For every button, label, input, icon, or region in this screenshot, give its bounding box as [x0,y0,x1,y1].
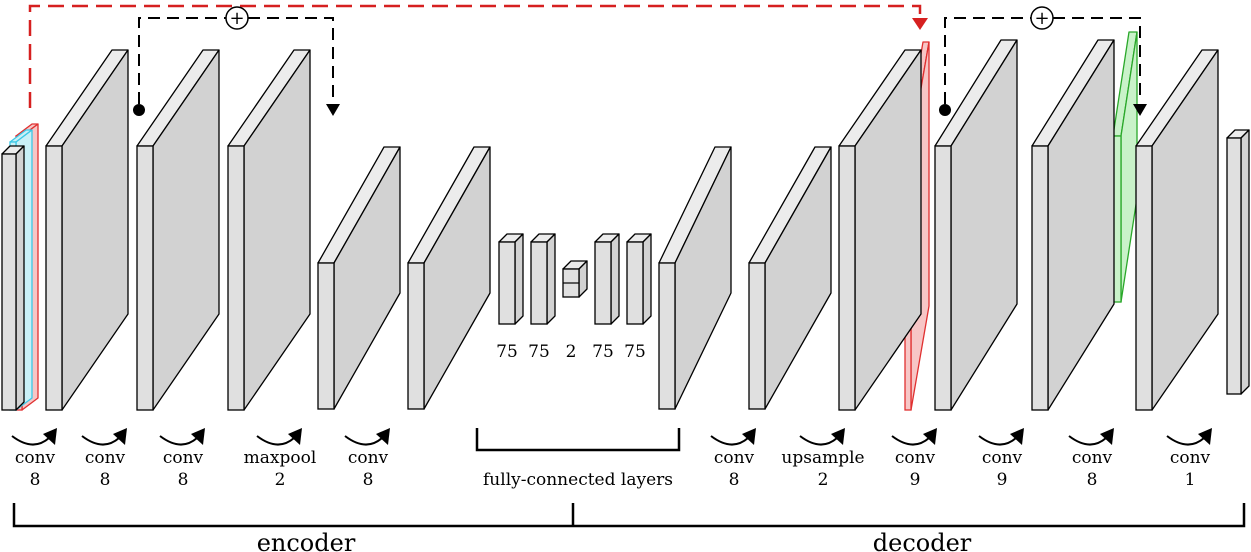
fc-layer-75-a [498,233,524,325]
op-name: maxpool [244,448,317,468]
skip-left-plus-circle [225,6,249,30]
op-value: 8 [363,470,374,490]
op-name: conv [163,448,204,468]
fc-layer-75-d [626,233,652,325]
decoder-label: decoder [873,529,972,552]
fc-bracket: fully-connected layers [475,428,681,490]
curved-arrow-icon [710,428,756,446]
fc-bracket-label: fully-connected layers [483,470,673,490]
fc-layer-75-b [530,233,556,325]
skip-left-arrowhead [326,104,340,116]
skip-right-start-dot [939,104,951,116]
curved-arrow-icon [81,428,127,446]
curved-arrow-icon [159,428,205,446]
op-value: 2 [818,470,829,490]
input-layer [1,145,25,411]
curved-arrow-icon [891,428,937,446]
encoder-pool-layer [317,146,401,410]
fc-size-label: 2 [566,342,577,362]
skip-left-start-dot [133,104,145,116]
decoder-green-channel [1112,31,1138,303]
operation-labels: conv8conv8conv8maxpool2conv8conv8upsampl… [11,428,1212,490]
decoder-conv-layer-4 [1031,39,1115,411]
op-name: conv [348,448,389,468]
op-name: conv [982,448,1023,468]
encoder-conv-layer-3 [227,49,311,411]
fc-layer-75-c [594,233,620,325]
op-name: conv [1170,448,1211,468]
curved-arrow-icon [978,428,1024,446]
curved-arrow-icon [344,428,390,446]
red-skip-arrowhead [912,18,928,30]
encoder-conv-layer-1 [45,49,129,411]
decoder-conv-layer-1 [658,146,732,410]
decoder-conv-layer-5 [1135,49,1219,411]
curved-arrow-icon [256,428,302,446]
op-name: conv [714,448,755,468]
curved-arrow-icon [799,428,845,446]
skip-right-arrowhead [1133,104,1147,116]
skip-right-plus-sign: + [1034,8,1049,29]
op-value: 1 [1185,470,1196,490]
op-value: 8 [1087,470,1098,490]
fc-size-labels: 75 75 2 75 75 [496,342,646,362]
op-value: 2 [275,470,286,490]
op-name: conv [85,448,126,468]
skip-connection-red [28,4,928,108]
fc-size-label: 75 [496,342,518,362]
fc-size-label: 75 [528,342,550,362]
curved-arrow-icon [1068,428,1114,446]
op-value: 9 [910,470,921,490]
op-name: conv [15,448,56,468]
op-value: 9 [997,470,1008,490]
encoder-conv-layer-4 [407,146,491,410]
encoder-conv-layer-2 [136,49,220,411]
op-value: 8 [178,470,189,490]
skip-left-plus-sign: + [229,8,244,29]
op-name: conv [895,448,936,468]
op-value: 8 [100,470,111,490]
op-value: 8 [30,470,41,490]
skip-connection-right: + [939,6,1147,116]
curved-arrow-icon [11,428,57,446]
fc-size-label: 75 [592,342,614,362]
op-value: 8 [729,470,740,490]
fc-bottleneck-2 [562,260,588,298]
op-name: conv [1072,448,1113,468]
decoder-upsample-layer [748,146,832,410]
encoder-label: encoder [257,529,356,552]
op-name: upsample [781,448,864,468]
skip-connection-left: + [133,6,340,116]
decoder-conv-layer-3 [934,39,1018,411]
output-layer [1226,129,1250,395]
decoder-conv-layer-2 [838,49,922,411]
skip-right-plus-circle [1030,6,1054,30]
fc-size-label: 75 [624,342,646,362]
layer-stack [1,31,1250,411]
curved-arrow-icon [1166,428,1212,446]
encoder-decoder-bracket: encoder decoder [12,503,1246,552]
